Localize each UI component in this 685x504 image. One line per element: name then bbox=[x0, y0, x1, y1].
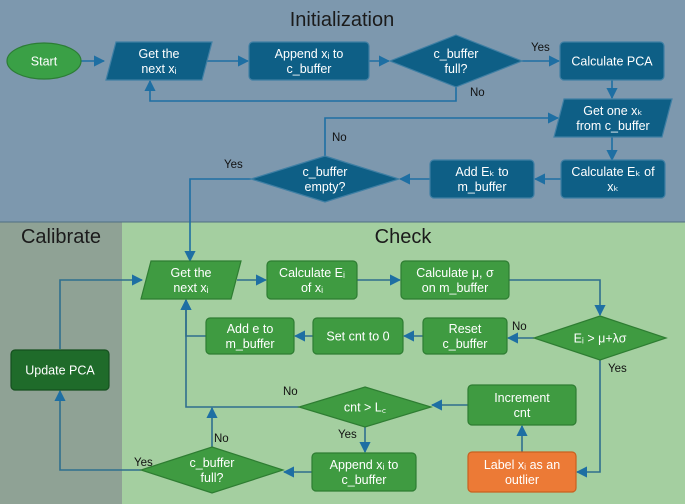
get-next-init-shape bbox=[105, 41, 213, 81]
set-cnt-label: Set cnt to 0 bbox=[326, 330, 389, 344]
add-ek-shape bbox=[429, 159, 535, 199]
set-cnt-shape bbox=[312, 317, 404, 355]
initialization-title: Initialization bbox=[290, 9, 395, 31]
edge-label-empty-no: No bbox=[332, 132, 347, 144]
c-buffer-empty-shape bbox=[248, 155, 402, 203]
append-c-buffer-init-shape bbox=[248, 41, 370, 81]
edge-label-empty-yes: Yes bbox=[224, 159, 243, 171]
calculate-ei-shape bbox=[266, 260, 358, 300]
edge-label-full-yes: Yes bbox=[531, 42, 550, 54]
calculate-pca-label: Calculate PCA bbox=[571, 55, 653, 69]
update-pca-shape bbox=[10, 349, 110, 391]
edges bbox=[54, 55, 618, 478]
start-shape bbox=[6, 42, 82, 80]
start-label: Start bbox=[31, 55, 58, 69]
edge-label-cnt-yes: Yes bbox=[338, 429, 357, 441]
edge-label-full2-no: No bbox=[214, 433, 229, 445]
edge-label-ei-yes: Yes bbox=[608, 363, 627, 375]
edge-full-no-to-get-next bbox=[144, 79, 457, 102]
node-start: Start bbox=[6, 42, 82, 80]
node-set-cnt: Set cnt to 0 bbox=[312, 317, 404, 355]
edge-label-full-no: No bbox=[470, 87, 485, 99]
node-cnt-condition: cnt > L꜀ bbox=[296, 386, 434, 428]
increment-cnt-shape bbox=[467, 384, 577, 426]
get-one-xk-shape bbox=[553, 98, 673, 138]
calculate-pca-shape bbox=[559, 41, 665, 81]
calculate-mu-sigma-shape bbox=[400, 260, 510, 300]
node-update-pca: Update PCA bbox=[10, 349, 110, 391]
node-calculate-pca: Calculate PCA bbox=[559, 41, 665, 81]
edge-full-yes-to-update-pca bbox=[54, 389, 141, 471]
edge-mu-sigma-to-condition bbox=[509, 279, 606, 317]
edge-label-full2-yes: Yes bbox=[134, 457, 153, 469]
calibrate-title: Calibrate bbox=[21, 226, 101, 248]
label-outlier-shape bbox=[467, 451, 577, 493]
get-next-check-shape bbox=[140, 260, 242, 300]
append-c-buffer-check-shape bbox=[311, 452, 417, 492]
c-buffer-full-check-shape bbox=[139, 446, 285, 494]
edge-label-cnt-no: No bbox=[283, 386, 298, 398]
add-e-m-buffer-shape bbox=[205, 317, 295, 355]
edge-condition-yes-to-label bbox=[575, 360, 601, 478]
ei-condition-shape bbox=[532, 315, 668, 361]
edge-update-pca-to-get-next bbox=[59, 274, 144, 349]
edge-empty-no-to-get-one bbox=[324, 112, 560, 156]
update-pca-label: Update PCA bbox=[25, 364, 95, 378]
node-ei-condition: Eᵢ > μ+λσ bbox=[532, 315, 668, 361]
check-title: Check bbox=[375, 226, 433, 248]
edge-label-ei-no: No bbox=[512, 321, 527, 333]
calculate-ek-shape bbox=[560, 159, 666, 199]
cnt-condition-label: cnt > L꜀ bbox=[344, 401, 386, 415]
edge-cnt-no-to-get-next bbox=[180, 298, 299, 408]
ei-condition-label: Eᵢ > μ+λσ bbox=[574, 332, 627, 346]
c-buffer-full-init-shape bbox=[388, 34, 524, 88]
edge-empty-yes-to-get-next-check bbox=[184, 178, 251, 263]
cnt-condition-shape bbox=[296, 386, 434, 428]
reset-c-buffer-shape bbox=[422, 317, 508, 355]
